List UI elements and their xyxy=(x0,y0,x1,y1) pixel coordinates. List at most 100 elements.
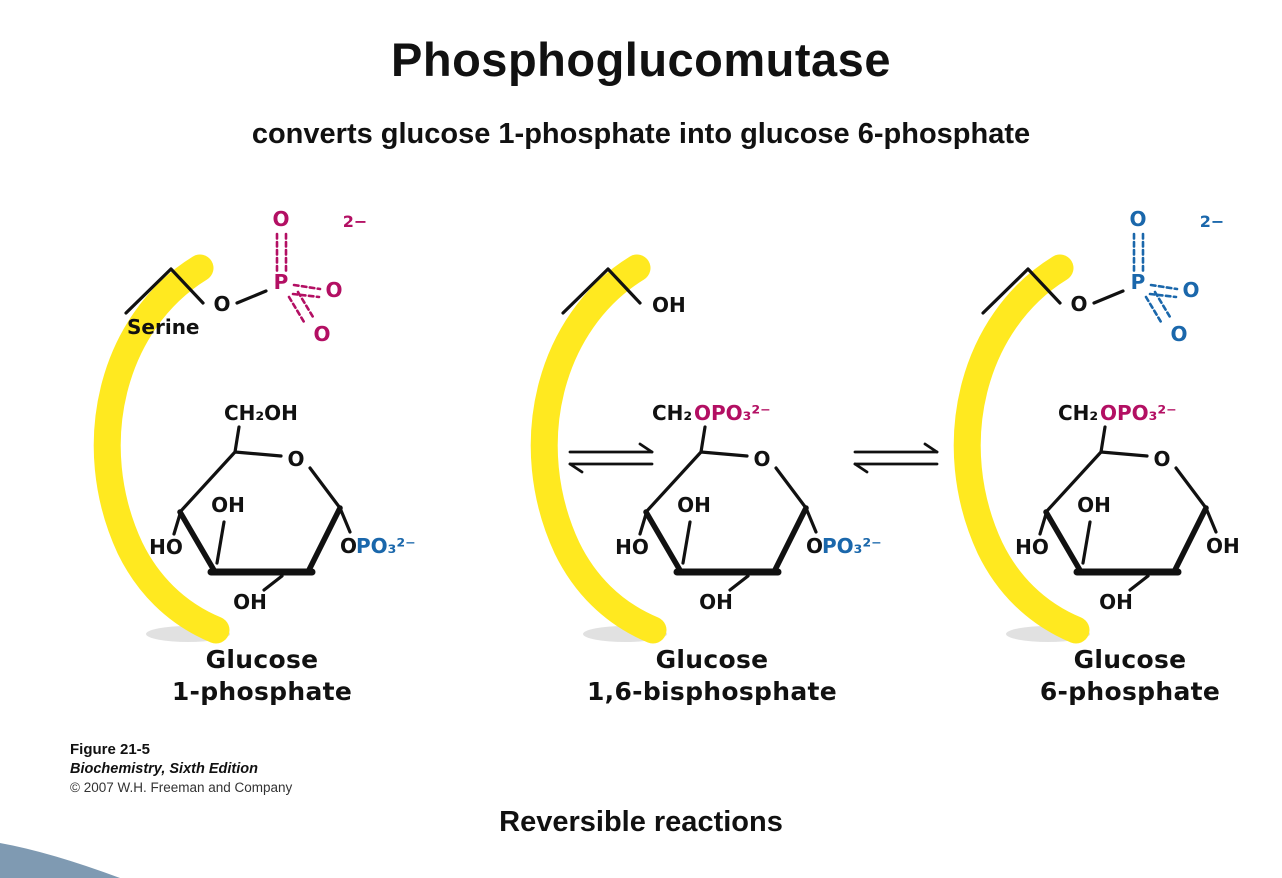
oxygen-label: O xyxy=(1170,322,1187,346)
resonance-bond xyxy=(1148,292,1178,299)
oxygen-label: O xyxy=(1182,278,1199,302)
figure-number: Figure 21-5 xyxy=(70,741,151,758)
figure-caption: Figure 21-5 Biochemistry, Sixth Edition … xyxy=(70,740,292,797)
bond xyxy=(172,512,182,536)
bond xyxy=(233,425,241,454)
phosphorus-label: P xyxy=(274,270,289,294)
ring-bond-front xyxy=(1043,509,1084,575)
ring-bond xyxy=(1174,466,1208,510)
bond xyxy=(638,512,648,536)
ring-bond-front xyxy=(643,509,684,575)
resonance-bond xyxy=(1153,290,1172,319)
molecule-name: Glucose xyxy=(206,645,319,674)
bond xyxy=(235,289,268,305)
hydroxyl-label: OH xyxy=(211,493,245,517)
molecule-name: 1,6-bisphosphate xyxy=(587,677,837,706)
oxygen-label: O xyxy=(325,278,342,302)
hydroxyl-label: OH xyxy=(699,590,733,614)
ring-bond-front xyxy=(177,509,218,575)
c6-group-label: CH₂ xyxy=(1058,401,1098,425)
charge-label: 2− xyxy=(343,212,368,231)
anomeric-phosphate-label: PO₃²⁻ xyxy=(822,534,882,558)
ring-bond xyxy=(699,450,749,458)
hydroxyl-label: OH xyxy=(1099,590,1133,614)
ring-oxygen-label: O xyxy=(287,447,304,471)
hydroxyl-label: HO xyxy=(615,535,649,559)
bond xyxy=(338,506,352,534)
bottom-note: Reversible reactions xyxy=(499,806,783,838)
anomeric-oxygen-label: O xyxy=(340,534,357,558)
ring-bond xyxy=(233,450,283,458)
ring-bond xyxy=(178,450,237,514)
charge-label: 2− xyxy=(1200,212,1225,231)
hydroxyl-label: OH xyxy=(677,493,711,517)
ring-bond xyxy=(774,466,808,510)
molecule-name: 1-phosphate xyxy=(172,677,352,706)
c6-phosphate-label: OPO₃²⁻ xyxy=(1100,401,1177,425)
bond xyxy=(1099,425,1107,454)
phosphorus-label: P xyxy=(1131,270,1146,294)
ring-bond xyxy=(308,466,342,510)
oxygen-label: O xyxy=(313,322,330,346)
serine-hydroxyl-label: OH xyxy=(652,293,686,317)
resonance-bond xyxy=(296,290,315,319)
ring-bond-front xyxy=(1171,505,1209,575)
serine-backbone-bond xyxy=(981,267,1062,315)
bond xyxy=(215,520,226,565)
molecule-name: 6-phosphate xyxy=(1040,677,1220,706)
hydroxyl-label: OH xyxy=(233,590,267,614)
molecule-name: Glucose xyxy=(1074,645,1187,674)
bond xyxy=(1204,506,1218,534)
serine-label: Serine xyxy=(127,315,200,339)
anomeric-oxygen-label: O xyxy=(806,534,823,558)
equilibrium-arrows-left xyxy=(568,442,654,474)
serine-backbone-bond xyxy=(124,267,205,315)
slide-subtitle: converts glucose 1-phosphate into glucos… xyxy=(251,118,1031,150)
bond xyxy=(699,425,707,454)
c6-phosphate-label: OPO₃²⁻ xyxy=(694,401,771,425)
equilibrium-arrow-head xyxy=(638,442,654,454)
resonance-bond xyxy=(1149,283,1179,291)
panel-glucose-16-bisphosphate: OH O CH₂ OPO₃²⁻ OH HO OH O PO₃²⁻ Glucose… xyxy=(530,254,882,706)
resonance-bond xyxy=(291,292,321,299)
bond xyxy=(1092,289,1125,305)
c6-group-label: CH₂ xyxy=(652,401,692,425)
enzyme-shape xyxy=(953,254,1090,644)
ring-oxygen-label: O xyxy=(753,447,770,471)
bond xyxy=(1128,574,1150,592)
ring-bond xyxy=(1099,450,1149,458)
hydroxyl-label: OH xyxy=(1077,493,1111,517)
oxygen-label: O xyxy=(1129,207,1146,231)
ester-oxygen-label: O xyxy=(1070,292,1087,316)
ring-bond-front xyxy=(771,505,809,575)
panel-glucose-6-phosphate: O P O O O 2− O CH₂ OPO₃²⁻ OH xyxy=(953,207,1240,706)
figure-book-title: Biochemistry, Sixth Edition xyxy=(70,760,258,777)
serine-backbone-bond xyxy=(561,267,642,315)
resonance-bond xyxy=(287,295,306,324)
equilibrium-arrow-head xyxy=(853,462,869,474)
reaction-diagram: O P O O O 2− Serine O CH₂OH OH xyxy=(93,207,1240,706)
hydroxyl-label: HO xyxy=(149,535,183,559)
bond xyxy=(262,574,284,592)
bond xyxy=(804,506,818,534)
panel-glucose-1-phosphate: O P O O O 2− Serine O CH₂OH OH xyxy=(93,207,416,706)
oxygen-label: O xyxy=(272,207,289,231)
ring-bond xyxy=(1044,450,1103,514)
bond xyxy=(1038,512,1048,536)
ring-bond xyxy=(644,450,703,514)
molecule-name: Glucose xyxy=(656,645,769,674)
c6-group-label: CH₂OH xyxy=(224,401,298,425)
corner-shape xyxy=(0,843,120,878)
resonance-bond xyxy=(1144,295,1163,324)
ring-bond-front xyxy=(305,505,343,575)
equilibrium-arrow-head xyxy=(568,462,584,474)
bond xyxy=(1081,520,1092,565)
bond xyxy=(681,520,692,565)
enzyme-shape xyxy=(530,254,667,644)
enzyme-shape xyxy=(93,254,230,644)
anomeric-phosphate-label: PO₃²⁻ xyxy=(356,534,416,558)
bond xyxy=(728,574,750,592)
hydroxyl-label: HO xyxy=(1015,535,1049,559)
slide-title: Phosphoglucomutase xyxy=(391,33,891,86)
